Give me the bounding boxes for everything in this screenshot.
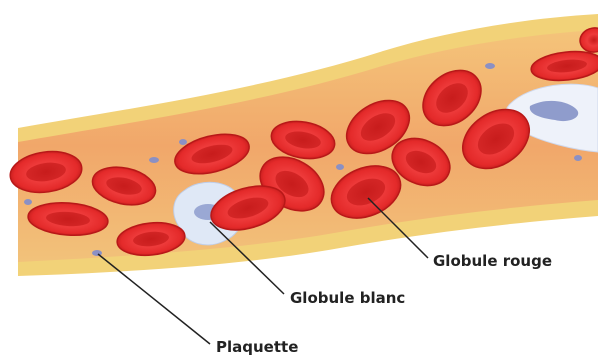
platelet xyxy=(24,199,32,205)
label-white-blood-cell: Globule blanc xyxy=(290,289,405,307)
label-red-blood-cell: Globule rouge xyxy=(433,252,552,270)
platelet xyxy=(336,164,344,170)
platelet xyxy=(574,155,582,161)
platelet xyxy=(149,157,159,163)
label-platelet: Plaquette xyxy=(216,338,298,356)
platelet xyxy=(485,63,495,69)
platelet xyxy=(179,139,187,145)
